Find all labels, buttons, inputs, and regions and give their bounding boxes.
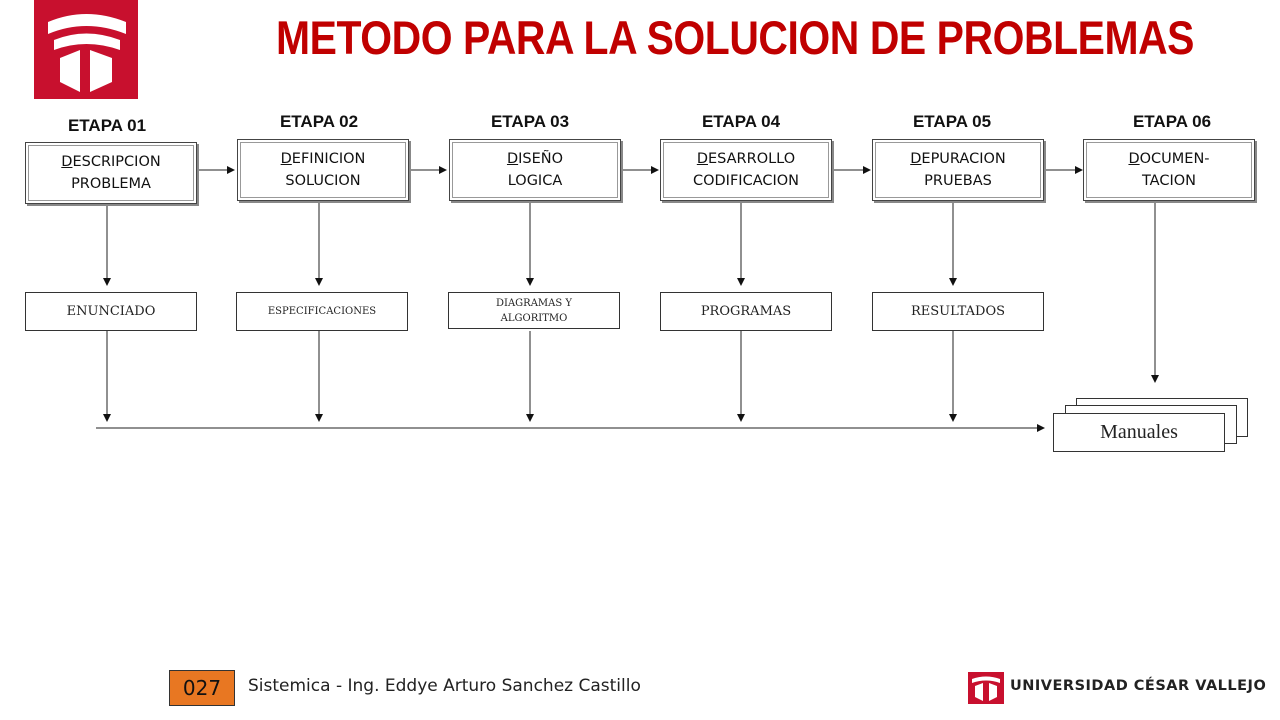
stage-text-line2: SOLUCION	[285, 173, 361, 189]
stage-label-01: ETAPA 01	[67, 116, 147, 135]
stage-text-line2: LOGICA	[507, 173, 563, 189]
stage-text-line1: OCUMEN-	[1139, 151, 1210, 167]
stage-box-depuracion: DEPURACION PRUEBAS	[872, 139, 1044, 201]
stage-box-documentacion: DOCUMEN- TACION	[1083, 139, 1255, 201]
stage-label-06: ETAPA 06	[1132, 112, 1212, 131]
stage-text-line1: ESARROLLO	[707, 151, 796, 167]
stage-initial: D	[910, 151, 922, 167]
output-box-resultados: RESULTADOS	[872, 292, 1044, 331]
stage-initial: D	[1128, 151, 1140, 167]
stage-text-line1: ESCRIPCION	[72, 154, 161, 170]
stage-label-03: ETAPA 03	[490, 112, 570, 131]
stage-text-line1: EPURACION	[921, 151, 1006, 167]
stage-box-desarrollo: DESARROLLO CODIFICACION	[660, 139, 832, 201]
stage-box-descripcion: DESCRIPCION PROBLEMA	[25, 142, 197, 204]
stage-label-05: ETAPA 05	[912, 112, 992, 131]
slide-number: 027	[169, 670, 235, 706]
output-box-enunciado: ENUNCIADO	[25, 292, 197, 331]
output-box-especificaciones: ESPECIFICACIONES	[236, 292, 408, 331]
manuals-box: Manuales	[1053, 413, 1225, 452]
university-logo	[34, 0, 138, 99]
stage-text-line2: CODIFICACION	[692, 173, 800, 189]
footer-text: Sistemica - Ing. Eddye Arturo Sanchez Ca…	[248, 676, 641, 696]
stage-box-definicion: DEFINICION SOLUCION	[237, 139, 409, 201]
stage-label-04: ETAPA 04	[701, 112, 781, 131]
stage-initial: D	[280, 151, 292, 167]
logo-emblem-icon	[48, 14, 126, 92]
output-box-programas: PROGRAMAS	[660, 292, 832, 331]
stage-initial: D	[506, 151, 519, 167]
stage-label-02: ETAPA 02	[279, 112, 359, 131]
stage-text-line1: EFINICION	[291, 151, 366, 167]
ucv-logo-icon	[968, 672, 1004, 704]
stage-initial: D	[696, 151, 708, 167]
university-name: UNIVERSIDAD CÉSAR VALLEJO	[1010, 678, 1267, 694]
page-title: METODO PARA LA SOLUCION DE PROBLEMAS	[276, 11, 1195, 64]
stage-text-line2: TACION	[1141, 173, 1197, 189]
stage-text-line2: PROBLEMA	[71, 176, 151, 192]
output-box-diagramas: DIAGRAMAS Y ALGORITMO	[448, 292, 620, 329]
stage-text-line2: PRUEBAS	[924, 173, 992, 189]
stage-initial: D	[61, 154, 73, 170]
stage-text-line1: ISEÑO	[518, 151, 564, 167]
stage-box-diseno: DISEÑO LOGICA	[449, 139, 621, 201]
